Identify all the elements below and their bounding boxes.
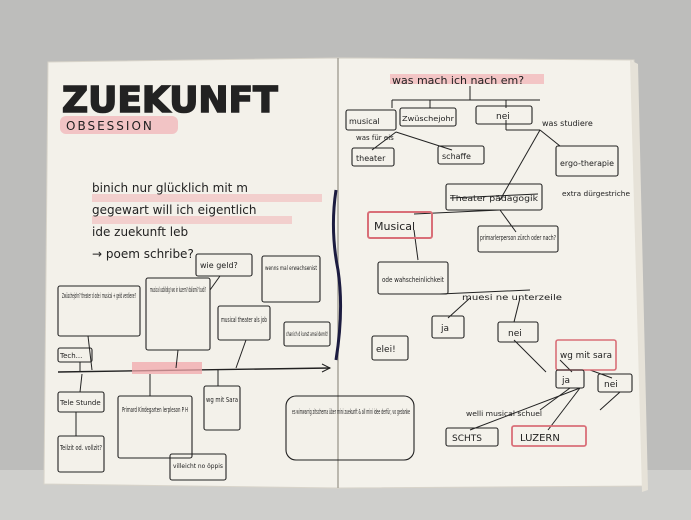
node-wg-mit-sara: wg mit sara bbox=[560, 351, 612, 361]
node-ja-1: ja bbox=[440, 324, 449, 334]
heading-highlight bbox=[390, 74, 544, 84]
subtitle: OBSESSION bbox=[66, 119, 154, 133]
node-extra: extra dürgestriche bbox=[562, 190, 630, 198]
node-nei-top: nei bbox=[496, 112, 510, 122]
node-elei: elei! bbox=[376, 345, 396, 355]
node-nei-3: nei bbox=[604, 380, 618, 390]
question-highlight-2 bbox=[92, 216, 292, 224]
node-luzern: LUZERN bbox=[520, 433, 560, 444]
note-zwuschejohr: Zwüschejohr? theater d ode i musical + g… bbox=[62, 292, 136, 300]
note-musical-theater: musical theater als job bbox=[221, 316, 267, 324]
note-tele-stunde: Tele Stunde bbox=[59, 399, 101, 407]
tree-connectors bbox=[371, 86, 621, 431]
note-villeicht: villeicht no öppis bbox=[173, 463, 223, 470]
node-was-fur-eis: was für eis bbox=[356, 134, 394, 142]
right-page bbox=[337, 57, 647, 489]
timeline-boxes bbox=[57, 253, 415, 481]
question-line-3: ide zuekunft leb bbox=[92, 225, 188, 239]
strike-theaterpadagogik bbox=[449, 193, 539, 199]
note-teilzit: Teilzit od. vollzit? bbox=[59, 444, 102, 452]
node-theaterpadagogik: Theater pädagogik bbox=[449, 194, 539, 203]
tree-boxes bbox=[345, 105, 633, 447]
note-wenns-mal: wenns mal erwachsenist bbox=[265, 265, 317, 272]
node-zwuschejohr: Zwüschejohr bbox=[402, 115, 454, 123]
node-primarlerperson: primarlerperson zürch oder nach? bbox=[480, 234, 556, 242]
node-musical: musical bbox=[349, 117, 380, 126]
right-heading: was mach ich nach em? bbox=[392, 74, 524, 87]
timeline-connectors bbox=[75, 275, 247, 436]
note-wg-sara-left: wg mit Sara bbox=[206, 396, 238, 404]
node-theater: theater bbox=[356, 154, 386, 163]
question-highlight-1 bbox=[92, 194, 322, 202]
node-nei-2: nei bbox=[508, 329, 522, 339]
note-musical-usbildig: musical usbildig! wo in luzern? dalismi?… bbox=[150, 286, 206, 294]
node-muesi: muesi ne unterzeile bbox=[462, 293, 562, 302]
note-chanich-kunst: chanich d kunst amal demit! bbox=[286, 331, 328, 338]
timeline-highlight bbox=[132, 362, 202, 374]
node-ja-2: ja bbox=[561, 376, 570, 386]
timeline-arrowhead bbox=[321, 363, 332, 373]
node-ergotherapie: ergo-therapie bbox=[560, 159, 614, 168]
binding-thread bbox=[331, 189, 343, 361]
title: ZUEKUNFT bbox=[62, 80, 278, 121]
left-page-content: ZUEKUNFT OBSESSION binich nur glücklich … bbox=[57, 79, 415, 481]
node-welli-musicalschuel: welli musical schuel bbox=[466, 410, 542, 418]
right-page-content: was mach ich nach em? bbox=[345, 74, 633, 447]
notebook bbox=[43, 57, 648, 492]
node-schaffe: schaffe bbox=[442, 152, 471, 161]
subtitle-highlight bbox=[60, 116, 178, 134]
node-wahscheinlichkeit: ode wahscheinlichkeit bbox=[382, 276, 444, 284]
page-edge bbox=[630, 60, 648, 492]
node-was-studiere: was studiere bbox=[542, 119, 593, 128]
note-tech: Tech... bbox=[59, 352, 82, 360]
question-line-2: gegewart will ich eigentlich bbox=[92, 203, 257, 217]
note-wirrwarr: es wirrwarrig zitschema über mini zuekun… bbox=[292, 408, 410, 416]
note-primar-kindegarten: Primard Kindegarten lerpleson P H bbox=[122, 406, 188, 414]
question-line-1: binich nur glücklich mit m bbox=[92, 181, 248, 195]
note-wie-geld: wie geld? bbox=[200, 261, 238, 270]
node-schts: SCHTS bbox=[452, 434, 482, 444]
question-line-4: → poem schribe? bbox=[92, 247, 194, 261]
node-musical-highlight: Musical bbox=[374, 220, 415, 233]
